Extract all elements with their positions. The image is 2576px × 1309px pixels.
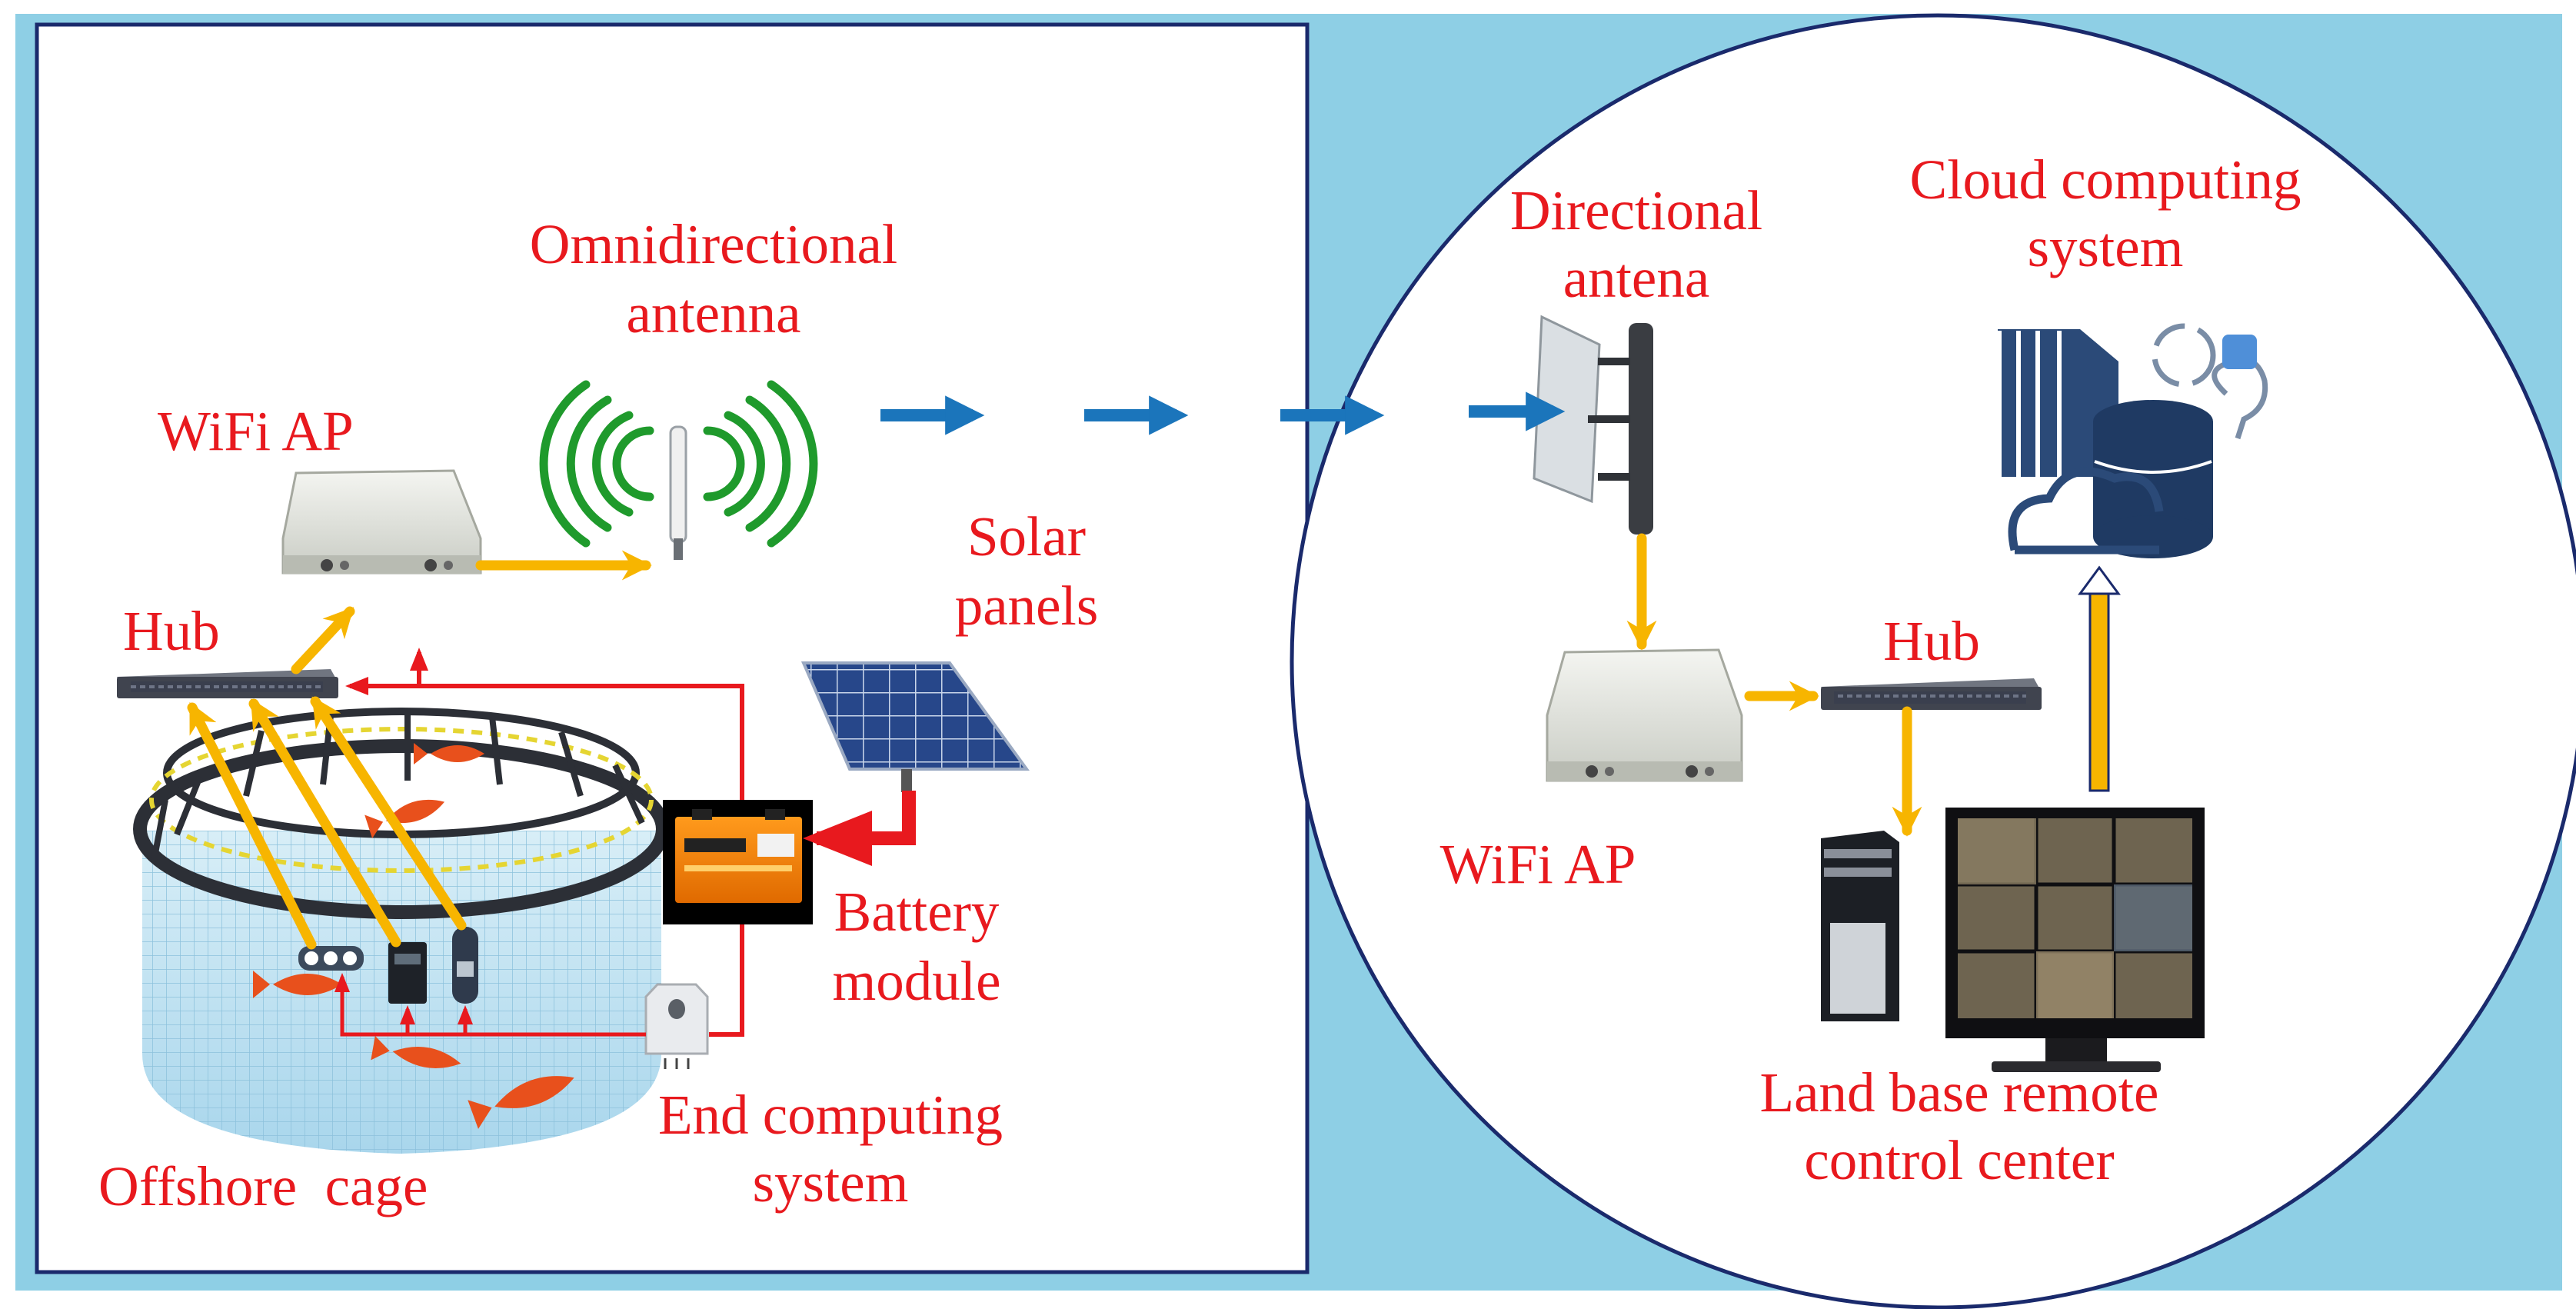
water-quality-sensor	[388, 942, 427, 1004]
flow-arrow	[310, 696, 467, 931]
wireless-link	[880, 391, 1566, 435]
end-to-sensors-line	[334, 973, 646, 1037]
hub-left-label: Hub	[123, 600, 220, 662]
flow-arrow	[187, 702, 317, 950]
fish-icon	[253, 971, 342, 998]
omnidirectional-antenna-icon	[539, 380, 818, 560]
fish-icon	[468, 1076, 574, 1129]
cloud-computing-icon	[1997, 323, 2268, 558]
wifi-ap-left-icon	[281, 469, 482, 575]
solar-to-battery-line	[803, 791, 916, 866]
fish-icon	[364, 799, 445, 838]
control-to-cloud-arrow	[2078, 565, 2121, 792]
directional-antenna-icon	[1533, 315, 1653, 535]
flow-arrow	[291, 606, 355, 674]
fish-icon	[414, 743, 484, 764]
hub-right-label: Hub	[1883, 610, 1980, 672]
offshore-cage-label: Offshore cage	[98, 1155, 428, 1217]
wifi-ap-right-label: WiFi AP	[1440, 833, 1636, 895]
data-flow	[187, 533, 1922, 950]
solar-panel-icon	[800, 661, 1030, 792]
battery-module-icon	[663, 800, 813, 924]
underwater-sensors	[298, 927, 478, 1004]
wifi-ap-left-label: WiFi AP	[158, 400, 354, 462]
power-lines	[334, 648, 916, 1037]
battery-to-end-line	[709, 924, 744, 1037]
wifi-ap-right-icon	[1546, 648, 1743, 782]
end-computing-device-icon	[644, 983, 709, 1069]
hub-left-icon	[117, 669, 338, 698]
hub-right-icon	[1821, 678, 2042, 710]
battery-to-hub-line	[345, 677, 744, 800]
control-center-icon	[1821, 808, 2205, 1072]
flow-arrow	[248, 698, 401, 948]
fish-icon	[371, 1035, 461, 1068]
